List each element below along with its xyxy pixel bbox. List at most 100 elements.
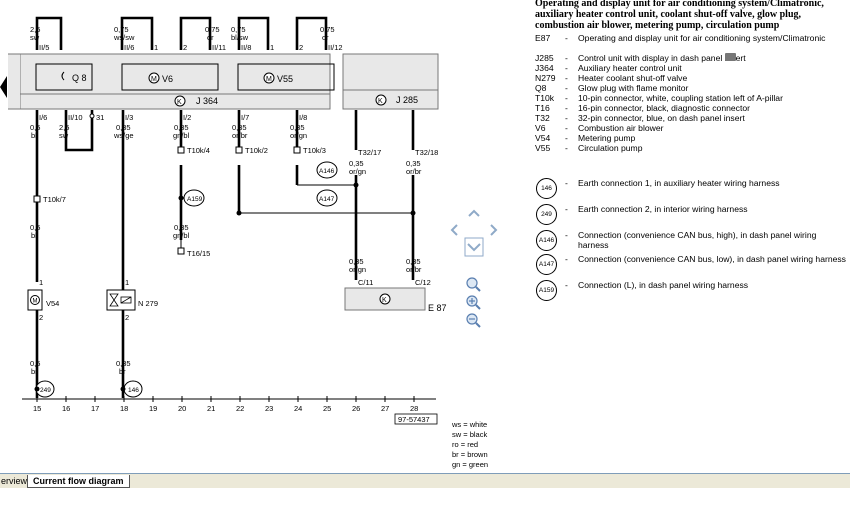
connection-badge: 249 [536,204,557,225]
pin-label: 2 [299,43,303,52]
legend-dash: - [565,143,568,153]
column-number: 19 [149,404,157,413]
legend-desc: Combustion air blower [578,123,664,133]
zoom-in-icon[interactable] [466,295,481,310]
connector-label: T10k/7 [43,195,66,204]
legend-desc: Earth connection 2, in interior wiring h… [578,204,748,214]
scroll-left-arrow-icon[interactable] [0,76,7,98]
tab-overview[interactable]: erview [1,476,28,486]
legend-dash: - [565,53,568,63]
pin-label: II/5 [39,43,49,52]
svg-text:K: K [177,99,182,106]
camera-icon[interactable] [725,53,736,61]
pin-label: 31 [96,113,104,122]
zoom-fit-icon[interactable] [466,277,481,292]
legend-desc: Auxiliary heater control unit [578,63,682,73]
column-number: 22 [236,404,244,413]
pin-label: T32/18 [415,148,438,157]
v55-label: V55 [277,74,293,84]
legend-dash: - [565,178,568,188]
pan-right-icon[interactable] [490,224,498,236]
legend-dash: - [565,33,568,43]
wire-label: or/br [406,167,422,176]
connector-label: T16/15 [187,249,210,258]
wire-label: bl [31,231,37,240]
pin-label: C/12 [415,278,431,287]
svg-text:M: M [151,76,157,83]
wire-label: br [31,367,38,376]
wire-color-code: ws = white [452,420,488,429]
pin-label: 2 [183,43,187,52]
column-number: 25 [323,404,331,413]
drawing-number: 97-57437 [398,415,430,424]
connector-label: T10k/2 [245,146,268,155]
legend-desc: Glow plug with flame monitor [578,83,689,93]
legend-code: V55 [535,143,551,153]
wire-label: 0,35 [174,123,189,132]
wire-color-code: sw = black [452,430,488,439]
wire-label: gn/bl [173,131,190,140]
wire-label: sw [30,33,40,42]
legend-desc: Connection (convenience CAN bus, low), i… [578,254,846,264]
legend-desc: Connection (convenience CAN bus, high), … [578,230,817,250]
pan-left-icon[interactable] [450,224,458,236]
pin-label: I/2 [183,113,191,122]
legend-code: E87 [535,33,551,43]
legend-dash: - [565,133,568,143]
column-number: 17 [91,404,99,413]
wire-label: 0,35 [349,159,364,168]
column-number: 26 [352,404,360,413]
connection-badge: 146 [536,178,557,199]
column-number: 24 [294,404,302,413]
e87-label: E 87 [428,303,447,313]
legend-code: V54 [535,133,551,143]
wire-label: 0,35 [174,223,189,232]
wire-color-code: gn = green [452,460,489,469]
connection-badge: A159 [536,280,557,301]
j364-label: J 364 [196,96,218,106]
legend-code: T32 [535,113,550,123]
legend-dash: - [565,83,568,93]
legend-title: Operating and display unit for air condi… [535,0,824,31]
wire-label: br [119,367,126,376]
legend-panel: Operating and display unit for air condi… [535,0,847,301]
svg-text:M: M [266,76,272,83]
wire-label: 2,5 [59,123,69,132]
pan-up-icon[interactable] [468,209,480,217]
svg-text:K: K [378,98,383,105]
zoom-out-icon[interactable] [466,313,481,328]
pin-label: II/6 [124,43,134,52]
column-number: 23 [265,404,273,413]
wire-label: 0,5 [30,223,40,232]
diagram-navigation [448,205,498,330]
tab-current-flow-diagram[interactable]: Current flow diagram [27,475,130,488]
pin-label: II/12 [328,43,343,52]
legend-desc: Connection (L), in dash panel wiring har… [578,280,749,290]
connection-badge: A147 [536,254,557,275]
legend-dash: - [565,93,568,103]
wire-label: bl [31,131,37,140]
pin-label: 1 [39,278,43,287]
legend-dash: - [565,254,568,264]
wire-label: or/gn [290,131,307,140]
wire-label: gn/bl [173,231,190,240]
wire-label: 0,75 [205,25,220,34]
connection-label: A159 [187,196,203,203]
legend-code: J364 [535,63,554,73]
wire-label: 0,35 [406,159,421,168]
legend-desc: Heater coolant shut-off valve [578,73,688,83]
legend-desc: Earth connection 1, in auxiliary heater … [578,178,780,188]
connection-label: A147 [319,196,335,203]
connector-label: T10k/4 [187,146,210,155]
pin-label: C/11 [358,278,373,287]
pan-down-button[interactable] [464,237,484,257]
pin-label: 2 [39,313,43,322]
column-number: 16 [62,404,70,413]
pin-label: II/11 [212,43,226,52]
wire-label: or [322,33,329,42]
earth-label: 146 [128,387,139,394]
legend-connection-item: A147-Connection (convenience CAN bus, lo… [535,254,847,276]
wire-label: 0,35 [232,123,247,132]
column-number: 15 [33,404,41,413]
